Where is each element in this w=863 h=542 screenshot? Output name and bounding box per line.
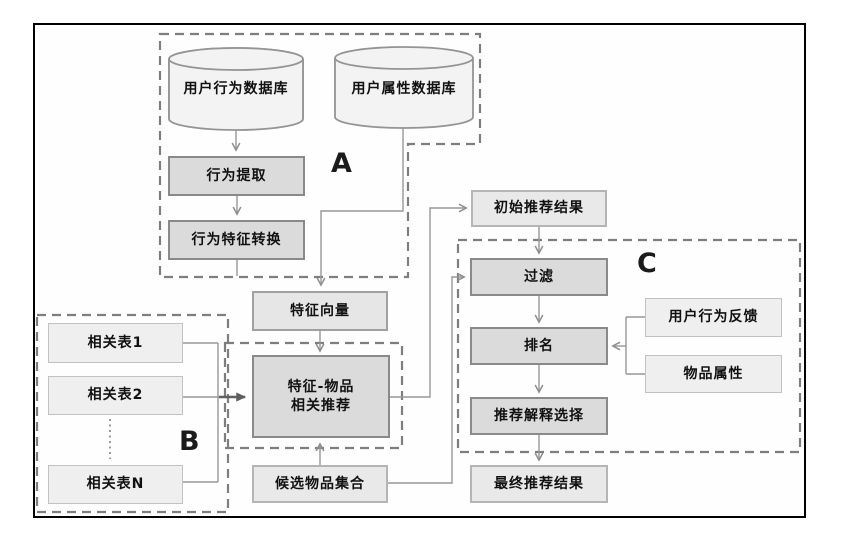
section-a-dashed-region [158,32,482,279]
node-related-table-2: 相关表2 [48,376,183,415]
node-final-result: 最终推荐结果 [470,465,608,503]
node-feature-vector: 特征向量 [252,291,388,331]
node-explanation-select: 推荐解释选择 [470,397,608,435]
feature-item-dashed-region [223,341,404,450]
node-feature-item-recommend-line1: 特征-物品 [287,378,355,395]
section-b-dashed-region [35,313,230,514]
node-feature-item-recommend: 特征-物品 相关推荐 [252,355,390,438]
node-filter: 过滤 [470,258,608,296]
section-label-c: C [637,248,657,279]
node-ranking: 排名 [470,327,608,365]
node-behavior-extract: 行为提取 [168,156,305,196]
node-behavior-feature-convert: 行为特征转换 [168,220,305,260]
node-item-attr: 物品属性 [645,355,782,393]
node-candidate-set: 候选物品集合 [252,465,388,503]
node-initial-result: 初始推荐结果 [471,190,607,227]
connector-featureitem-to-initialresult [390,203,468,398]
node-related-table-n: 相关表N [48,465,183,504]
database-cylinder-user-attr [334,46,474,129]
node-user-behavior-db: 用户行为数据库 [183,81,289,97]
node-related-table-1: 相关表1 [48,323,183,363]
section-c-dashed-region [456,238,802,454]
section-label-a: A [331,148,352,179]
connector-candidateset-to-filter [388,272,466,484]
database-cylinder-user-behavior [168,47,304,131]
node-user-feedback: 用户行为反馈 [645,298,782,337]
connector-attrdb-to-featurevector [316,128,404,287]
section-label-b: B [179,426,200,457]
node-user-attr-db: 用户属性数据库 [351,81,457,97]
node-feature-item-recommend-line2: 相关推荐 [291,397,351,414]
